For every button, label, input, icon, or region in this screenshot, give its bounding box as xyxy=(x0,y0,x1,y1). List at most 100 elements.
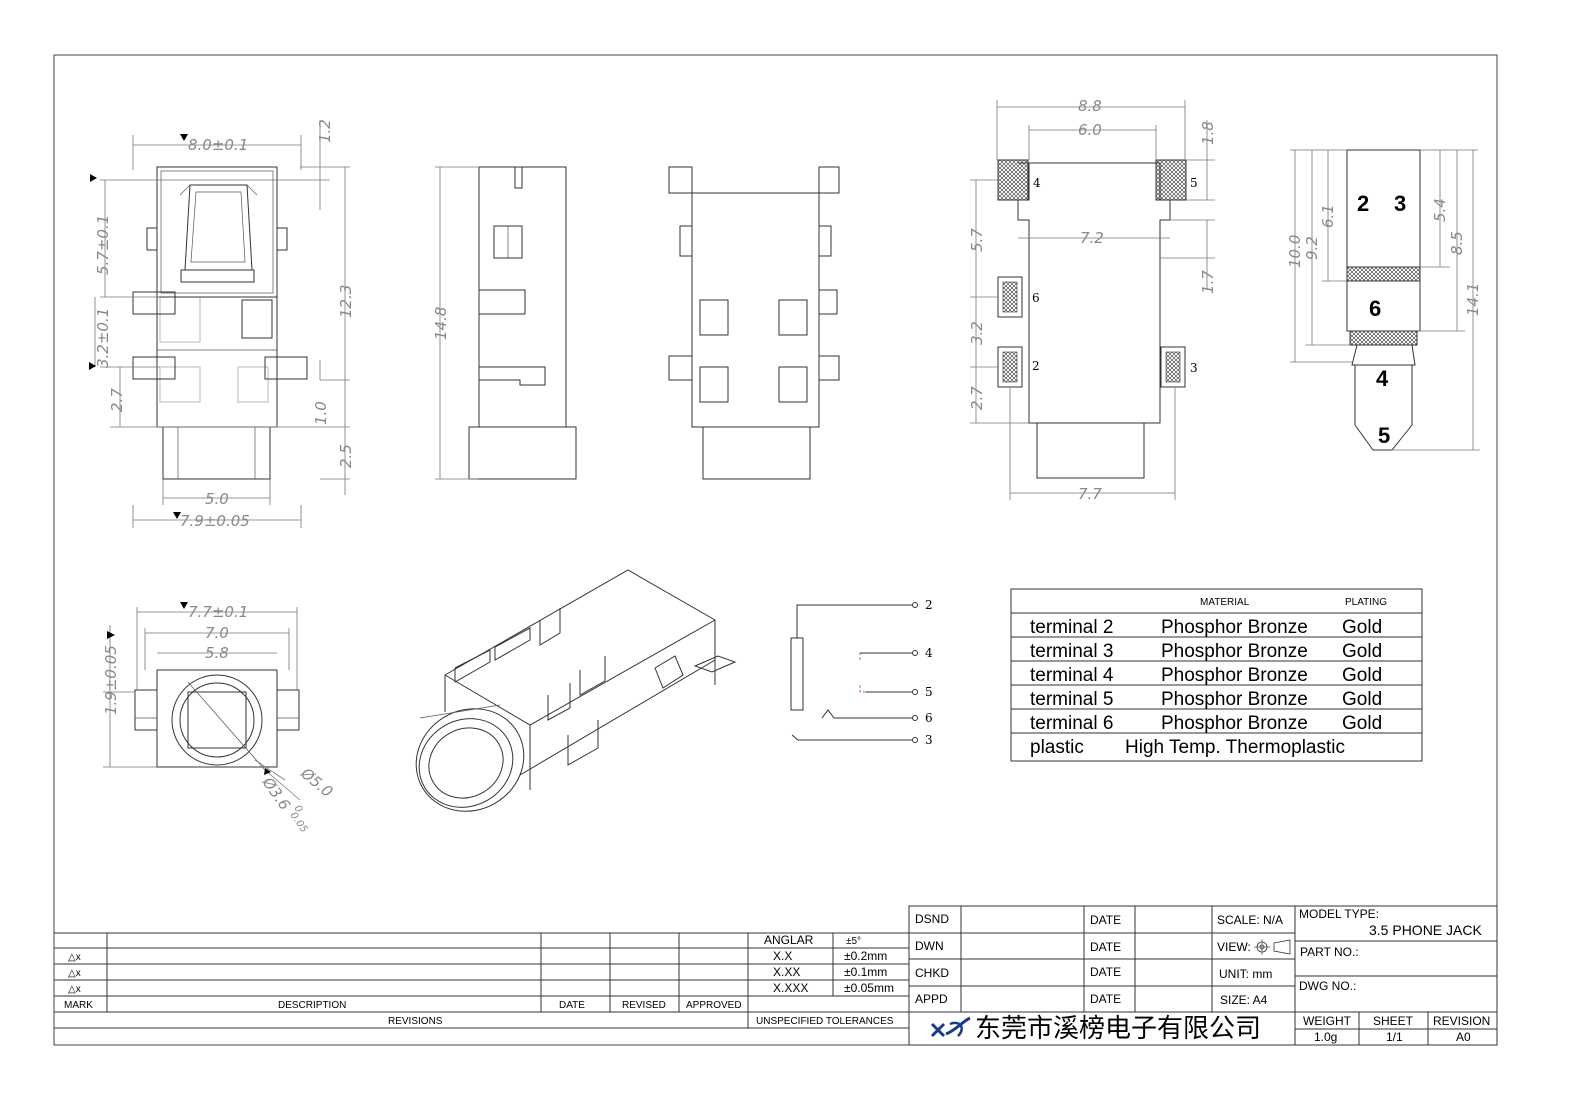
mat-row-5-plating: Gold xyxy=(1342,713,1382,734)
mat-plastic-material: High Temp. Thermoplastic xyxy=(1125,737,1345,758)
part-no-label: PART NO.: xyxy=(1300,945,1359,959)
weight-value: 1.0g xyxy=(1314,1030,1337,1044)
tol-label-angular: ANGLAR xyxy=(764,933,814,947)
tol-label-x-xxx: X.XXX xyxy=(773,981,808,995)
dim-1-8: 1.8 xyxy=(1199,121,1217,145)
pcb-footprint: 8.8 6.0 1.8 5.7 7.2 1.7 3.2 2.7 7.7 4 5 … xyxy=(968,97,1217,503)
mat-row-3-item: terminal 4 xyxy=(1030,665,1114,686)
dim-6-0: 6.0 xyxy=(1078,121,1102,139)
dim-8-5: 8.5 xyxy=(1448,231,1466,255)
dim-6-1: 6.1 xyxy=(1319,204,1337,228)
dim-1-7: 1.7 xyxy=(1199,270,1217,294)
revision-value: A0 xyxy=(1456,1030,1471,1044)
model-type-value: 3.5 PHONE JACK xyxy=(1369,922,1482,938)
date-label-4: DATE xyxy=(1090,992,1121,1006)
date-label-3: DATE xyxy=(1090,965,1121,979)
signoff-dsnd: DSND xyxy=(915,912,949,926)
dim-7-7: 7.7 xyxy=(1078,485,1102,503)
tol-value-x-xx: ±0.1mm xyxy=(844,965,887,979)
rev-header-approved: APPROVED xyxy=(686,1000,742,1011)
tolerances-title: UNSPECIFIED TOLERANCES xyxy=(756,1016,894,1027)
dim-7-7-end: 7.7±0.1 xyxy=(188,603,248,621)
date-label-2: DATE xyxy=(1090,940,1121,954)
schematic-pin-6: 6 xyxy=(925,711,933,725)
dim-1-2: 1.2 xyxy=(316,119,334,143)
mat-row-5-material: Phosphor Bronze xyxy=(1161,713,1308,734)
schematic-pin-2: 2 xyxy=(925,598,933,612)
signoff-chkd: CHKD xyxy=(915,966,949,980)
rev-header-mark: MARK xyxy=(64,1000,93,1011)
rev-header-revised: REVISED xyxy=(622,1000,666,1011)
title-block: DSND DWN CHKD APPD DATE DATE DATE DATE S… xyxy=(908,905,1498,1046)
dim-2-7-fp: 2.7 xyxy=(968,386,986,410)
mat-row-2-plating: Gold xyxy=(1342,641,1382,662)
mat-row-1-item: terminal 2 xyxy=(1030,617,1113,638)
dim-14-1: 14.1 xyxy=(1464,283,1482,316)
signoff-dwn: DWN xyxy=(915,939,944,953)
rev-footer: REVISIONS xyxy=(388,1016,443,1027)
schematic-pin-5: 5 xyxy=(925,685,933,699)
pad-label-4: 4 xyxy=(1033,176,1041,190)
weight-label: WEIGHT xyxy=(1303,1014,1352,1028)
mat-row-1-material: Phosphor Bronze xyxy=(1161,617,1308,638)
dim-width-top: 8.0±0.1 xyxy=(188,136,248,154)
tol-value-x-x: ±0.2mm xyxy=(844,949,887,963)
pad-label-5: 5 xyxy=(1190,176,1198,190)
rev-header-date: DATE xyxy=(559,1000,585,1011)
dim-1-0: 1.0 xyxy=(312,401,330,425)
tol-value-angular: ±5° xyxy=(846,936,861,947)
rev-mark-3: △x xyxy=(68,984,81,995)
mat-row-3-plating: Gold xyxy=(1342,665,1382,686)
mat-row-4-material: Phosphor Bronze xyxy=(1161,689,1308,710)
dim-8-8: 8.8 xyxy=(1078,97,1102,115)
dwg-no-label: DWG NO.: xyxy=(1299,979,1356,993)
end-view: 7.7±0.1 7.0 5.8 1.9±0.05 Ø5.0 Ø3.6 0 0.0… xyxy=(102,602,336,835)
unit-label: UNIT: mm xyxy=(1219,967,1272,981)
mat-row-2-material: Phosphor Bronze xyxy=(1161,641,1308,662)
jack-schematic: 2 4 5 6 3 xyxy=(790,598,933,747)
plug-seg-5: 5 xyxy=(1378,423,1390,448)
mat-row-5-item: terminal 6 xyxy=(1030,713,1113,734)
dim-3-2-fp: 3.2 xyxy=(968,321,986,345)
dim-dia-5-0: Ø5.0 xyxy=(297,764,337,801)
pad-label-6: 6 xyxy=(1032,291,1040,305)
company-logo-icon xyxy=(930,1016,971,1038)
plug-seg-6: 6 xyxy=(1369,296,1381,321)
dim-2-5: 2.5 xyxy=(337,444,355,468)
isometric-view xyxy=(415,569,737,812)
model-type-label: MODEL TYPE: xyxy=(1299,907,1379,921)
back-view xyxy=(668,166,840,480)
plug-seg-3: 3 xyxy=(1394,191,1406,216)
dim-9-2: 9.2 xyxy=(1303,236,1321,260)
mat-header-material: MATERIAL xyxy=(1200,597,1250,608)
rev-header-description: DESCRIPTION xyxy=(278,1000,346,1011)
tol-value-x-xxx: ±0.05mm xyxy=(844,981,894,995)
dim-dia-3-6: Ø3.6 xyxy=(258,773,294,813)
dim-12-3: 12.3 xyxy=(337,285,355,318)
rev-mark-1: △x xyxy=(68,952,81,963)
view-label: VIEW: xyxy=(1217,940,1251,954)
plug-seg-2: 2 xyxy=(1357,191,1369,216)
projection-symbol-icon xyxy=(1254,939,1291,955)
pad-label-2: 2 xyxy=(1032,359,1040,373)
dim-1-9: 1.9±0.05 xyxy=(102,645,120,715)
revision-label: REVISION xyxy=(1433,1014,1490,1028)
dim-2-7: 2.7 xyxy=(108,388,126,412)
dim-5-0: 5.0 xyxy=(205,490,229,508)
dim-5-4: 5.4 xyxy=(1431,198,1449,222)
mat-row-3-material: Phosphor Bronze xyxy=(1161,665,1308,686)
dim-10-0: 10.0 xyxy=(1286,235,1304,268)
size-label: SIZE: A4 xyxy=(1220,993,1268,1007)
dim-dia-tol-upper: 0 xyxy=(292,803,305,815)
mat-plastic-item: plastic xyxy=(1030,737,1084,758)
plug-diagram: 10.0 9.2 6.1 5.4 8.5 14.1 2 3 6 4 5 xyxy=(1286,149,1482,451)
dim-7-0: 7.0 xyxy=(205,624,229,642)
sheet-label: SHEET xyxy=(1373,1014,1414,1028)
dim-5-8: 5.8 xyxy=(205,644,229,662)
front-view: 8.0±0.1 1.2 5.7±0.1 12.3 3.2±0.1 2.7 1.0… xyxy=(89,119,355,530)
revisions-block: △x △x △x MARK DESCRIPTION DATE REVISED A… xyxy=(54,932,909,1029)
mat-row-4-item: terminal 5 xyxy=(1030,689,1113,710)
company-name: 东莞市溪榜电子有限公司 xyxy=(975,1014,1261,1044)
dim-7-2: 7.2 xyxy=(1080,229,1104,247)
